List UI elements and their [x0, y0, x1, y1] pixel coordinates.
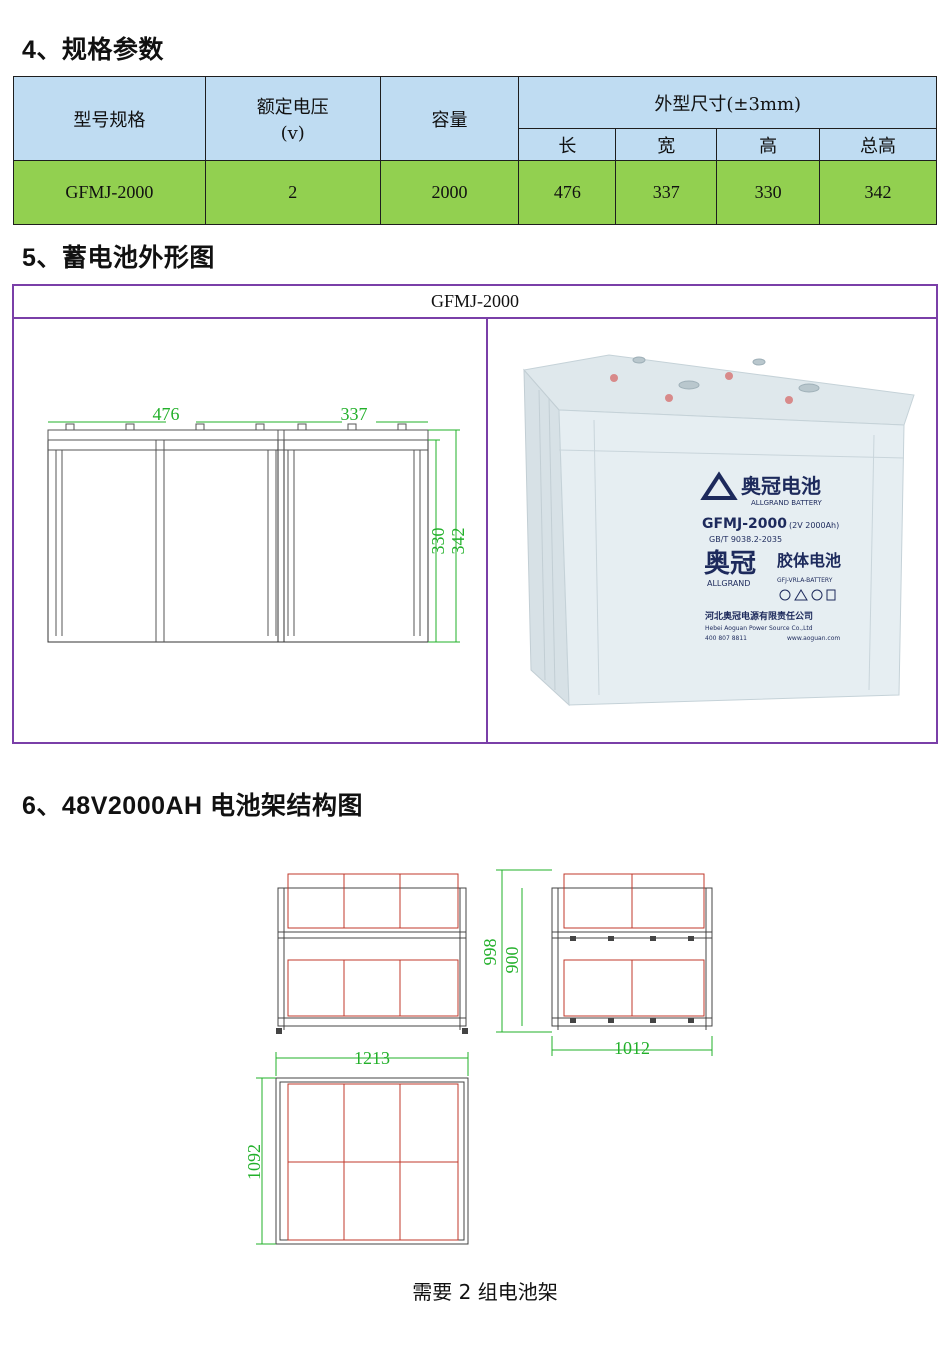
section-5-heading: 5、蓄电池外形图 [22, 244, 215, 272]
photo-logo-en: ALLGRAND [707, 579, 750, 588]
section-4-heading: 4、规格参数 [22, 36, 164, 64]
front-view [47, 423, 285, 643]
rack-side-view [551, 873, 713, 1030]
dim-rack-height-total: 998 [480, 939, 500, 966]
battery-photo: 奥冠电池 ALLGRAND BATTERY GFMJ-2000 (2V 2000… [523, 354, 915, 707]
dim-rack-plan-depth: 1092 [244, 1144, 264, 1180]
outline-frame: GFMJ-2000 [12, 284, 938, 744]
dim-rack-width: 1213 [354, 1048, 390, 1068]
battery-outline-drawing: 476 337 330 342 [47, 404, 468, 643]
header-voltage-line2: (v) [280, 123, 305, 144]
header-total-height: 总高 [819, 128, 937, 161]
cell-capacity: 2000 [379, 160, 520, 225]
photo-company-en: Hebei Aoguan Power Source Co.,Ltd [705, 625, 813, 632]
cell-length: 476 [518, 160, 617, 225]
frame-divider [486, 317, 488, 742]
cell-voltage: 2 [204, 160, 381, 225]
dim-total-height: 342 [448, 528, 468, 555]
header-length: 长 [518, 128, 617, 161]
photo-contact: 400 807 8811 [705, 635, 747, 642]
header-capacity: 容量 [379, 76, 520, 161]
cell-height: 330 [716, 160, 821, 225]
photo-brand-cn: 奥冠电池 [741, 474, 821, 498]
spec-table: 型号规格 额定电压 (v) 容量 外型尺寸(±3mm) 长 宽 高 总高 GFM… [13, 76, 937, 225]
dim-rack-height-frame: 900 [502, 947, 522, 974]
header-voltage-line1: 额定电压 [256, 97, 329, 118]
section-6-heading: 6、48V2000AH 电池架结构图 [22, 792, 364, 820]
rack-front-view [276, 873, 468, 1034]
cell-width: 337 [615, 160, 718, 225]
frame-title: GFMJ-2000 [14, 286, 936, 319]
cell-model: GFMJ-2000 [13, 160, 206, 225]
cert-icon-1 [779, 589, 791, 601]
side-view [277, 423, 429, 643]
rack-caption: 需要 2 组电池架 [412, 1280, 558, 1304]
table-row: GFMJ-2000 2 2000 476 337 330 342 [13, 160, 937, 225]
header-voltage: 额定电压 (v) [204, 76, 381, 161]
recycle-icon [811, 589, 823, 601]
photo-standard: GB/T 9038.2-2035 [709, 535, 782, 544]
warning-icon [794, 589, 808, 601]
cell-total-height: 342 [819, 160, 937, 225]
header-width: 宽 [615, 128, 718, 161]
dim-width: 337 [341, 404, 368, 424]
photo-company-cn: 河北奥冠电源有限责任公司 [705, 610, 813, 622]
header-model: 型号规格 [13, 76, 206, 161]
photo-brand-en: ALLGRAND BATTERY [751, 499, 823, 507]
brand-logo-icon [700, 471, 738, 500]
rack-structure-drawing: 998 900 1012 1213 1092 [244, 869, 713, 1245]
photo-type-cn: 胶体电池 [777, 551, 841, 570]
header-height: 高 [716, 128, 821, 161]
bin-icon [826, 589, 836, 601]
photo-model: GFMJ-2000 [702, 516, 787, 532]
photo-type-en: GFJ-VRLA-BATTERY [777, 577, 833, 584]
photo-model-spec: (2V 2000Ah) [789, 521, 839, 530]
photo-logo-cn: 奥冠 [704, 548, 756, 579]
rack-plan-view [275, 1077, 469, 1245]
dim-rack-depth: 1012 [614, 1038, 650, 1058]
dim-height: 330 [428, 528, 448, 555]
photo-website: www.aoguan.com [787, 635, 840, 642]
dim-length: 476 [153, 404, 180, 424]
header-dimensions: 外型尺寸(±3mm) [518, 76, 937, 129]
